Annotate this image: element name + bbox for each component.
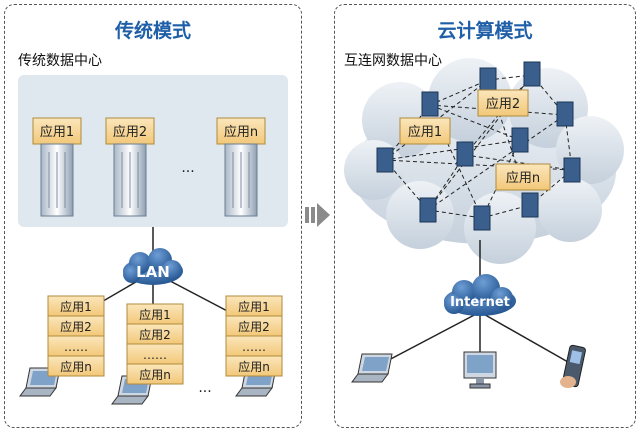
internet-cloud-icon xyxy=(444,274,516,316)
client2-app1: 应用1 xyxy=(139,307,171,322)
cloud-appn: 应用n xyxy=(495,163,551,191)
cloud-mode-title: 云计算模式 xyxy=(437,20,533,42)
client3-app1: 应用1 xyxy=(238,299,270,314)
traditional-datacenter-label: 传统数据中心 xyxy=(18,53,102,69)
client2-app2: 应用2 xyxy=(139,327,171,342)
arrow-right-icon xyxy=(305,203,330,227)
server-appn-label: 应用n xyxy=(224,124,258,140)
client1-app2: 应用2 xyxy=(60,319,92,334)
server-app2: 应用2 xyxy=(105,117,155,217)
lan-label: LAN xyxy=(136,263,170,281)
client3-app2: 应用2 xyxy=(238,319,270,334)
mobile-phone-icon xyxy=(560,344,586,388)
server-app2-label: 应用2 xyxy=(113,124,147,140)
desktop-icon xyxy=(463,351,497,389)
client-apps-stack-2: 应用1 应用2 …… 应用n xyxy=(126,303,184,385)
internet-datacenter-label: 互连网数据中心 xyxy=(344,53,442,69)
client1-ellipsis: …… xyxy=(64,340,88,354)
client2-ellipsis: …… xyxy=(143,348,167,362)
internet-link-laptop xyxy=(384,311,481,363)
server-room-area xyxy=(18,75,288,227)
client-apps-stack-1: 应用1 应用2 …… 应用n xyxy=(47,295,105,377)
client3-appn: 应用n xyxy=(238,359,270,374)
cloud-app2-label: 应用2 xyxy=(486,96,520,112)
laptop-icon xyxy=(351,353,393,383)
internet-link-phone xyxy=(479,311,569,363)
internet-label: Internet xyxy=(450,295,510,310)
cloud-appn-label: 应用n xyxy=(506,170,540,186)
server-ellipsis: ... xyxy=(181,160,194,176)
client1-app1: 应用1 xyxy=(60,299,92,314)
server-appn: 应用n xyxy=(216,117,266,217)
server-app1: 应用1 xyxy=(32,117,82,217)
client-ellipsis: ... xyxy=(198,380,211,396)
server-app1-label: 应用1 xyxy=(40,124,74,140)
client1-appn: 应用n xyxy=(60,359,92,374)
cloud-app2: 应用2 xyxy=(477,89,529,117)
cloud-app1-label: 应用1 xyxy=(408,124,442,140)
traditional-mode-panel xyxy=(4,4,302,428)
client3-ellipsis: …… xyxy=(242,340,266,354)
lan-cloud-icon xyxy=(123,248,183,285)
cloud-mode-panel xyxy=(334,4,636,428)
cloud-app1: 应用1 xyxy=(399,117,451,145)
client2-appn: 应用n xyxy=(139,367,171,382)
client-apps-stack-3: 应用1 应用2 …… 应用n xyxy=(225,295,283,377)
traditional-mode-title: 传统模式 xyxy=(114,20,191,42)
cloud-server-icons xyxy=(376,61,581,231)
